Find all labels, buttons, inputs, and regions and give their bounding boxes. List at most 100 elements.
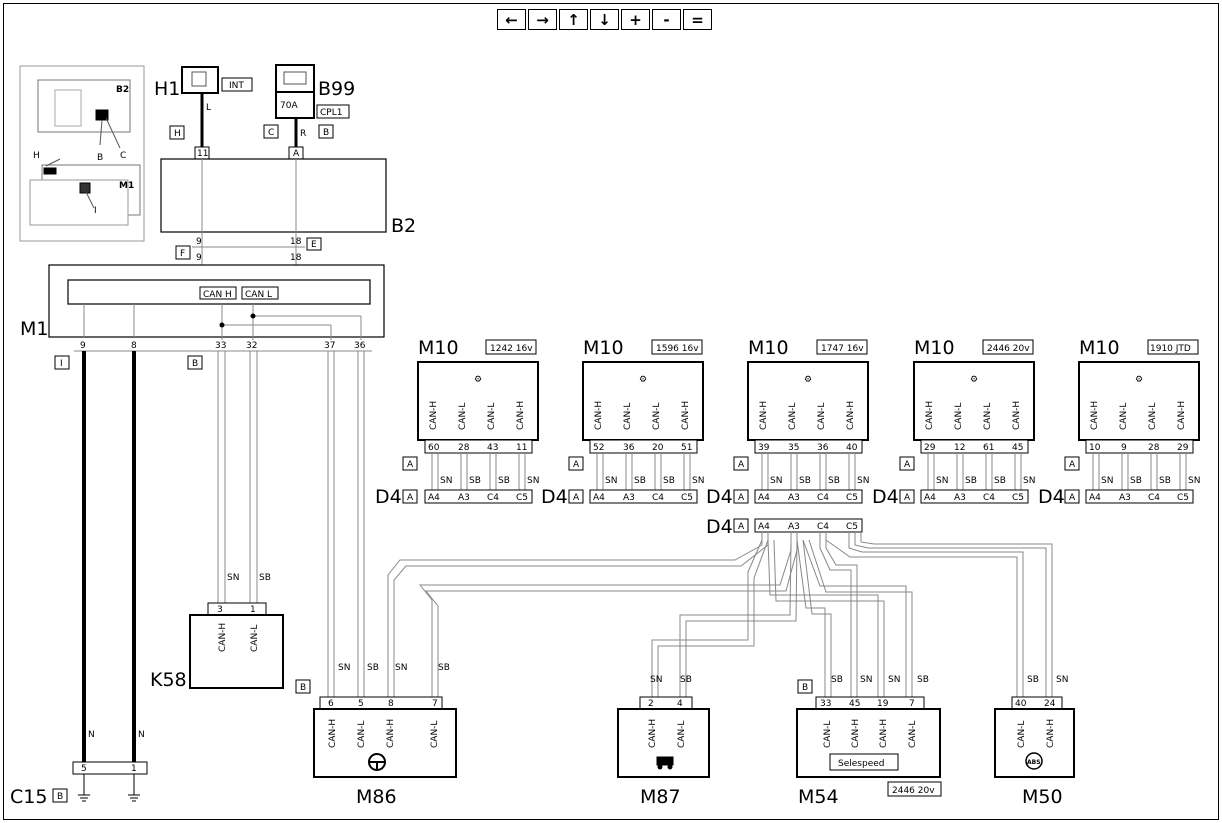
zoom-out-button[interactable]: - <box>652 9 681 30</box>
m1-pin-37: 37 <box>324 341 335 351</box>
d4-1-pin-1: A4 <box>428 493 440 503</box>
m87-name: M87 <box>640 786 681 808</box>
m10-2-engine-icon: ⚙ <box>639 375 647 385</box>
d4-5-pin-4: C5 <box>1177 493 1189 503</box>
m54-wire-1: SB <box>831 675 843 685</box>
d4-4-pin-1: A4 <box>924 493 936 503</box>
h1-name: H1 <box>154 78 180 100</box>
m10-3-can-4: CAN-H <box>846 401 856 430</box>
m1-top-pin-9: 9 <box>196 253 202 263</box>
m10-4-pin-2: 12 <box>954 443 965 453</box>
m10-3-variant: 1747 16v <box>821 344 864 354</box>
m54-pin-7: 7 <box>909 699 915 709</box>
m10-1-pin-4: 11 <box>516 443 527 453</box>
m10-1-wire-4: SN <box>527 476 539 486</box>
m10-4-wire-4: SN <box>1023 476 1035 486</box>
m10-1-pin-2: 28 <box>458 443 470 453</box>
m10-module-4: M10 2446 20v ⚙ CAN-H CAN-L CAN-L CAN-H 2… <box>872 337 1035 508</box>
d4-1-pin-4: C5 <box>516 493 528 503</box>
b99-name: B99 <box>318 78 355 100</box>
component-c15: N N 5 1 C15 B <box>10 351 148 808</box>
m1-pin-9: 9 <box>80 341 86 351</box>
d4-3-conn: A <box>738 493 745 503</box>
m54-can-4: CAN-L <box>908 721 918 748</box>
m10-4-can-1: CAN-H <box>925 401 935 430</box>
pan-up-button[interactable]: ↑ <box>559 9 588 30</box>
m10-3-pin-3: 36 <box>817 443 829 453</box>
m10-4-pin-1: 29 <box>924 443 936 453</box>
d4-central-pin-a3: A3 <box>788 522 800 532</box>
k58-wire-sn: SN <box>227 573 239 583</box>
component-b99: 70A B99 CPL1 R C B A <box>263 64 355 160</box>
inset-h-label: H <box>33 151 40 161</box>
component-m50: SB SN 40 24 CAN-L CAN-H ABS M50 <box>994 675 1075 808</box>
c15-name: C15 <box>10 786 47 808</box>
k58-pin-3: 3 <box>217 605 223 615</box>
fit-view-button[interactable]: = <box>683 9 712 30</box>
d4-central-pin-c4: C4 <box>817 522 829 532</box>
m10-1-conn-a: A <box>407 460 414 470</box>
m86-pin-5: 5 <box>358 699 364 709</box>
m10-5-name: M10 <box>1079 337 1120 359</box>
pan-right-button[interactable]: → <box>528 9 557 30</box>
m87-wire-2: SB <box>680 675 692 685</box>
m10-3-can-1: CAN-H <box>759 401 769 430</box>
m50-pin-24: 24 <box>1044 699 1056 709</box>
m86-wire-3: SN <box>395 663 407 673</box>
pan-down-button[interactable]: ↓ <box>590 9 619 30</box>
m10-5-can-3: CAN-L <box>1148 403 1158 430</box>
h1-tag: INT <box>229 81 244 91</box>
b99-pin: A <box>293 149 300 159</box>
d4-3-pin-2: A3 <box>788 493 800 503</box>
m54-pin-45: 45 <box>849 699 860 709</box>
m10-1-can-3: CAN-L <box>487 403 497 430</box>
m50-wire-1: SB <box>1027 675 1039 685</box>
d4-2-conn: A <box>573 493 580 503</box>
d4-central-pin-a4: A4 <box>758 522 770 532</box>
m10-2-wire-2: SB <box>634 476 646 486</box>
b2-pin-9: 9 <box>196 237 202 247</box>
k58-name: K58 <box>150 669 187 691</box>
can-bus-routing <box>327 351 1053 697</box>
m10-2-can-1: CAN-H <box>594 401 604 430</box>
zoom-in-button[interactable]: + <box>621 9 650 30</box>
m10-5-wire-1: SN <box>1101 476 1113 486</box>
m54-conn: B <box>802 683 808 693</box>
m10-5-pin-2: 9 <box>1121 443 1127 453</box>
m10-1-engine-icon: ⚙ <box>474 375 482 385</box>
d4-3-pin-4: C5 <box>846 493 858 503</box>
c15-wire-1: N <box>88 730 95 740</box>
m10-2-pin-4: 51 <box>681 443 692 453</box>
m10-3-conn-a: A <box>738 460 745 470</box>
m87-can-1: CAN-H <box>648 719 658 748</box>
d4-2-pin-4: C5 <box>681 493 693 503</box>
m10-1-can-1: CAN-H <box>429 401 439 430</box>
m50-name: M50 <box>1022 786 1063 808</box>
m10-3-wire-1: SN <box>770 476 782 486</box>
m10-1-wire-3: SB <box>498 476 510 486</box>
abs-icon-text: ABS <box>1027 759 1041 766</box>
c15-pin-5: 5 <box>81 764 87 774</box>
d4-central-pin-c5: C5 <box>846 522 858 532</box>
m10-4-conn-a: A <box>904 460 911 470</box>
m10-3-wire-4: SN <box>857 476 869 486</box>
m10-3-pin-4: 40 <box>846 443 858 453</box>
m10-2-can-2: CAN-L <box>623 403 633 430</box>
m10-module-1: M10 1242 16v ⚙ CAN-H CAN-L CAN-L CAN-H 6… <box>375 337 539 508</box>
m10-2-name: M10 <box>583 337 624 359</box>
pan-left-button[interactable]: ← <box>497 9 526 30</box>
k58-can-h: CAN-H <box>218 623 228 652</box>
m54-name: M54 <box>798 786 839 808</box>
m10-5-can-1: CAN-H <box>1090 401 1100 430</box>
m10-3-engine-icon: ⚙ <box>804 375 812 385</box>
inset-m1-label: M1 <box>119 181 134 191</box>
steering-wheel-icon <box>368 753 386 771</box>
d4-1-conn: A <box>407 493 414 503</box>
m86-name: M86 <box>356 786 397 808</box>
m50-can-2: CAN-H <box>1046 719 1056 748</box>
d4-5-pin-3: C4 <box>1148 493 1160 503</box>
m10-5-wire-4: SN <box>1188 476 1200 486</box>
inset-i-label: I <box>94 206 97 216</box>
m10-2-pin-2: 36 <box>623 443 635 453</box>
